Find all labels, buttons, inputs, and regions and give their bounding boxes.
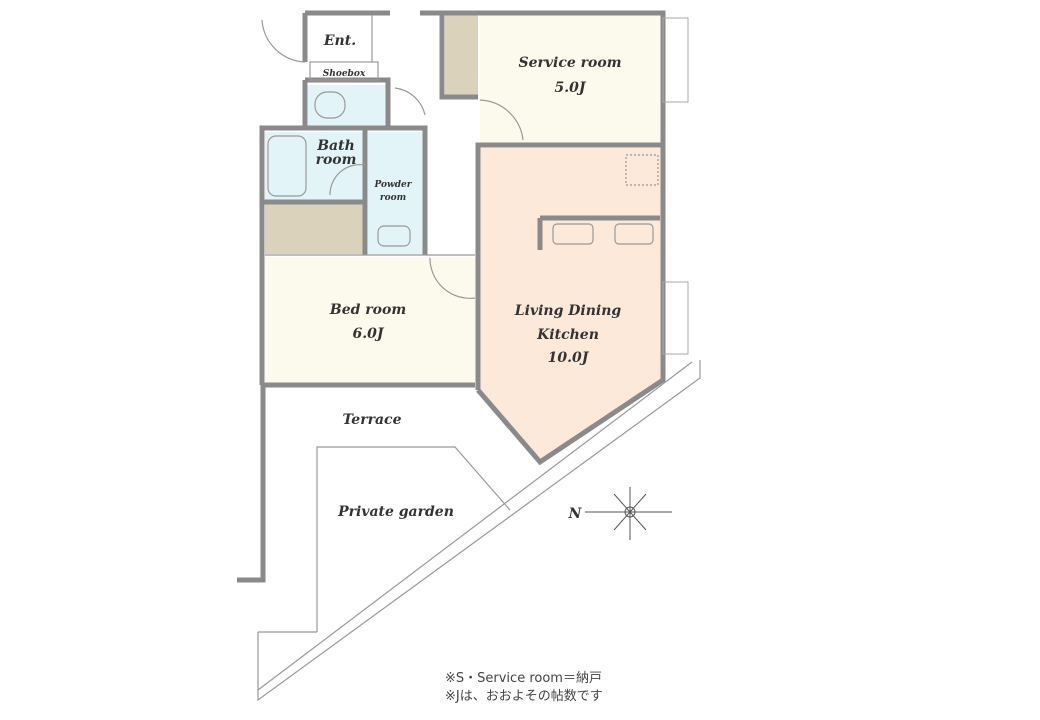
toilet-icon: [314, 91, 346, 119]
private-garden-label: Private garden: [337, 504, 454, 520]
toilet-door-swing: [394, 87, 426, 116]
bed-room-size: 6.0J: [353, 326, 385, 342]
stove-icon: [614, 223, 654, 245]
bathtub-icon: [267, 135, 307, 197]
bath-label-2: room: [316, 152, 357, 168]
entrance-door-swing: [261, 19, 306, 63]
bed-room-area: [265, 257, 475, 385]
bath-label-1: Bath: [316, 138, 355, 154]
bath-area: [265, 132, 365, 200]
service-closet: [445, 15, 478, 95]
terrace-label: Terrace: [343, 412, 402, 428]
powder-label-2: room: [380, 193, 406, 203]
thin-lines: [257, 15, 701, 702]
bed-door-swing: [429, 257, 476, 299]
service-room-label: Service room: [518, 55, 621, 71]
ldk-label-2: Kitchen: [536, 327, 599, 343]
kitchen-sink-icon: [552, 223, 594, 245]
entrance-label: Ent.: [323, 33, 356, 49]
ldk-area: [478, 148, 662, 462]
service-door-swing: [479, 99, 524, 141]
compass-north-label: N: [568, 506, 583, 522]
ldk-label-1: Living Dining: [514, 303, 622, 319]
shoebox-label: Shoebox: [323, 69, 366, 79]
powder-room-area: [368, 132, 423, 254]
powder-label-1: Powder: [373, 180, 412, 190]
compass-icon: [585, 487, 672, 540]
service-room-area: [480, 15, 662, 145]
window: [662, 17, 689, 103]
bath-door-swing: [329, 163, 366, 196]
fridge-space: [625, 154, 659, 186]
toilet-area: [308, 85, 388, 127]
note-jo-size: ※Jは、おおよその帖数です: [445, 689, 603, 704]
note-service-room: ※S・Service room＝納戸: [445, 671, 602, 686]
bed-room-label: Bed room: [329, 302, 406, 318]
service-room-size: 5.0J: [555, 80, 587, 96]
window: [662, 281, 689, 355]
storage-closet: [265, 204, 365, 254]
sink-icon: [377, 225, 411, 247]
ldk-size: 10.0J: [548, 350, 590, 366]
